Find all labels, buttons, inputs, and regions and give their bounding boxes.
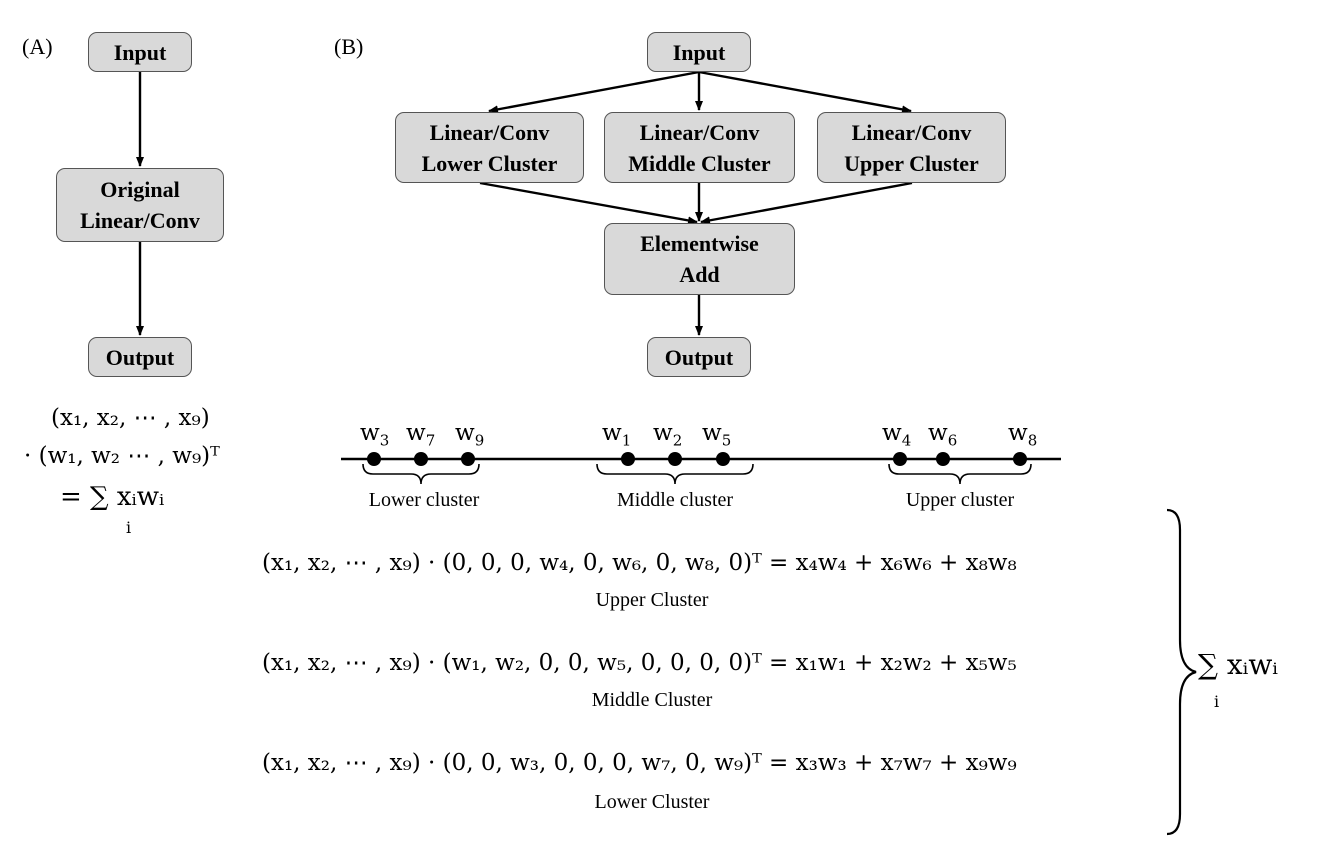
weight-label-w2: w2 <box>653 420 683 450</box>
lower-cluster-brace <box>362 463 480 485</box>
upper-cluster-box: Linear/Conv Upper Cluster <box>817 112 1006 183</box>
add-line1: Elementwise <box>640 231 759 256</box>
point-w9 <box>461 452 475 466</box>
arrow-input-to-lower <box>488 70 700 114</box>
eq-a-sum-index: i <box>126 518 132 537</box>
eq-a-line3: = ∑ xᵢwᵢ <box>60 482 165 512</box>
eq-a-line1: (x₁, x₂, ⋯ , x₉) <box>51 405 210 431</box>
arrow-lower-to-add <box>479 181 698 225</box>
original-linear-conv-box: Original Linear/Conv <box>56 168 224 242</box>
point-w5 <box>716 452 730 466</box>
upper-line2: Upper Cluster <box>844 150 979 176</box>
input-box-b: Input <box>647 32 751 72</box>
add-line2: Add <box>679 262 720 287</box>
weight-label-w3: w3 <box>360 420 390 450</box>
point-w3 <box>367 452 381 466</box>
point-w7 <box>414 452 428 466</box>
point-w1 <box>621 452 635 466</box>
weight-label-w4: w4 <box>882 420 912 450</box>
upper-cluster-caption: Upper Cluster <box>595 589 709 611</box>
weight-label-w6: w6 <box>928 420 958 450</box>
middle-cluster-brace <box>596 463 754 485</box>
weight-label-w5: w5 <box>702 420 732 450</box>
lower-cluster-equation: (x₁, x₂, ⋯ , x₉) · (0, 0, w₃, 0, 0, 0, w… <box>262 750 1017 776</box>
input-label-b: Input <box>672 39 726 65</box>
eq-a-line2: · (w₁, w₂ ⋯ , w₉)ᵀ <box>24 443 220 469</box>
output-box-a: Output <box>88 337 192 377</box>
lower-line1: Linear/Conv <box>429 119 550 145</box>
lower-line2: Lower Cluster <box>421 150 558 176</box>
arrow-input-to-upper <box>698 70 912 114</box>
output-box-b: Output <box>647 337 751 377</box>
weight-label-w9: w9 <box>455 420 485 450</box>
middle-cluster-box: Linear/Conv Middle Cluster <box>604 112 795 183</box>
upper-cluster-equation: (x₁, x₂, ⋯ , x₉) · (0, 0, 0, w₄, 0, w₆, … <box>262 550 1017 576</box>
output-label-a: Output <box>105 344 175 370</box>
original-label: Original <box>100 177 180 202</box>
elementwise-add-box: Elementwise Add <box>604 223 795 295</box>
sum-brace <box>1166 508 1197 836</box>
point-w6 <box>936 452 950 466</box>
weight-label-w7: w7 <box>406 420 436 450</box>
input-label-a: Input <box>113 39 167 65</box>
panel-a-tag: (A) <box>22 34 53 59</box>
middle-line2: Middle Cluster <box>628 150 771 176</box>
output-label-b: Output <box>664 344 734 370</box>
upper-cluster-label: Upper cluster <box>905 489 1015 511</box>
input-box-a: Input <box>88 32 192 72</box>
middle-cluster-label: Middle cluster <box>616 489 734 511</box>
weight-label-w8: w8 <box>1008 420 1038 450</box>
arrow-upper-to-add <box>700 181 913 225</box>
total-sum: ∑ xᵢwᵢ <box>1198 648 1278 681</box>
lower-cluster-label: Lower cluster <box>368 489 480 511</box>
upper-line1: Linear/Conv <box>851 119 972 145</box>
weight-label-w1: w1 <box>602 420 632 450</box>
lower-cluster-box: Linear/Conv Lower Cluster <box>395 112 584 183</box>
middle-line1: Linear/Conv <box>639 119 760 145</box>
middle-cluster-equation: (x₁, x₂, ⋯ , x₉) · (w₁, w₂, 0, 0, w₅, 0,… <box>262 650 1017 676</box>
linear-conv-label: Linear/Conv <box>80 208 200 233</box>
panel-b-tag: (B) <box>334 34 364 59</box>
total-sum-index: i <box>1214 692 1220 711</box>
middle-cluster-caption: Middle Cluster <box>591 689 713 711</box>
point-w4 <box>893 452 907 466</box>
point-w2 <box>668 452 682 466</box>
point-w8 <box>1013 452 1027 466</box>
lower-cluster-caption: Lower Cluster <box>594 791 710 813</box>
upper-cluster-brace <box>888 463 1032 485</box>
